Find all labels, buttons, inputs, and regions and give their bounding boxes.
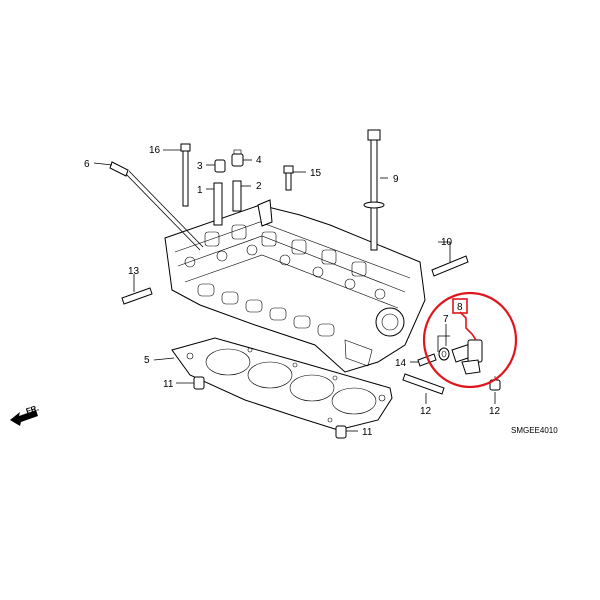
callout-14: 12 [489,406,501,417]
callout-1: 1 [197,185,203,196]
callout-10: 10 [441,237,453,248]
callout-9: 9 [393,174,399,185]
callout-13: 12 [420,406,432,417]
callout-8-box [452,298,468,314]
rod-part-6 [109,161,204,251]
stud-part-10 [431,255,469,277]
front-direction-arrow: FR. [10,403,40,426]
callout-6: 6 [84,159,90,170]
dowel-part-11-upper [193,376,205,390]
callout-12-left: 13 [128,266,140,277]
bolt-part-16 [180,143,191,207]
diagram-code: SMGEE4010 [511,426,558,435]
front-direction-label: FR. [25,403,40,416]
callout-2: 2 [256,181,262,192]
callout-3: 3 [197,161,203,172]
callout-16: 16 [149,145,161,156]
cylinder-head [164,199,426,373]
pin-part-2 [232,180,242,212]
stud-part-12-right [417,353,437,367]
stud-part-12-left [121,287,153,305]
callout-12-right: 14 [395,358,407,369]
leader-lines [93,149,496,432]
cap-part-4 [231,149,244,167]
callout-11-lower: 11 [362,427,373,438]
callout-5: 5 [144,355,150,366]
callout-4: 4 [256,155,262,166]
cap-part-3 [214,159,226,173]
bolt-part-15 [283,165,294,191]
callout-8: 8 [457,302,463,313]
callout-15: 15 [310,168,322,179]
bolt-part-9 [363,129,385,251]
head-gasket [171,337,393,431]
stud-part-13 [402,373,445,395]
highlight-circle [422,291,518,389]
pin-part-1 [213,182,223,226]
callout-11-upper: 11 [163,379,174,390]
callout-7: 7 [443,314,449,325]
sensor-part-8 [451,339,483,375]
oring-part-7 [438,347,450,361]
dowel-part-11-lower [335,425,347,439]
callout-labels: 16 3 4 6 15 9 1 2 10 13 8 7 5 14 11 12 1… [84,145,501,438]
